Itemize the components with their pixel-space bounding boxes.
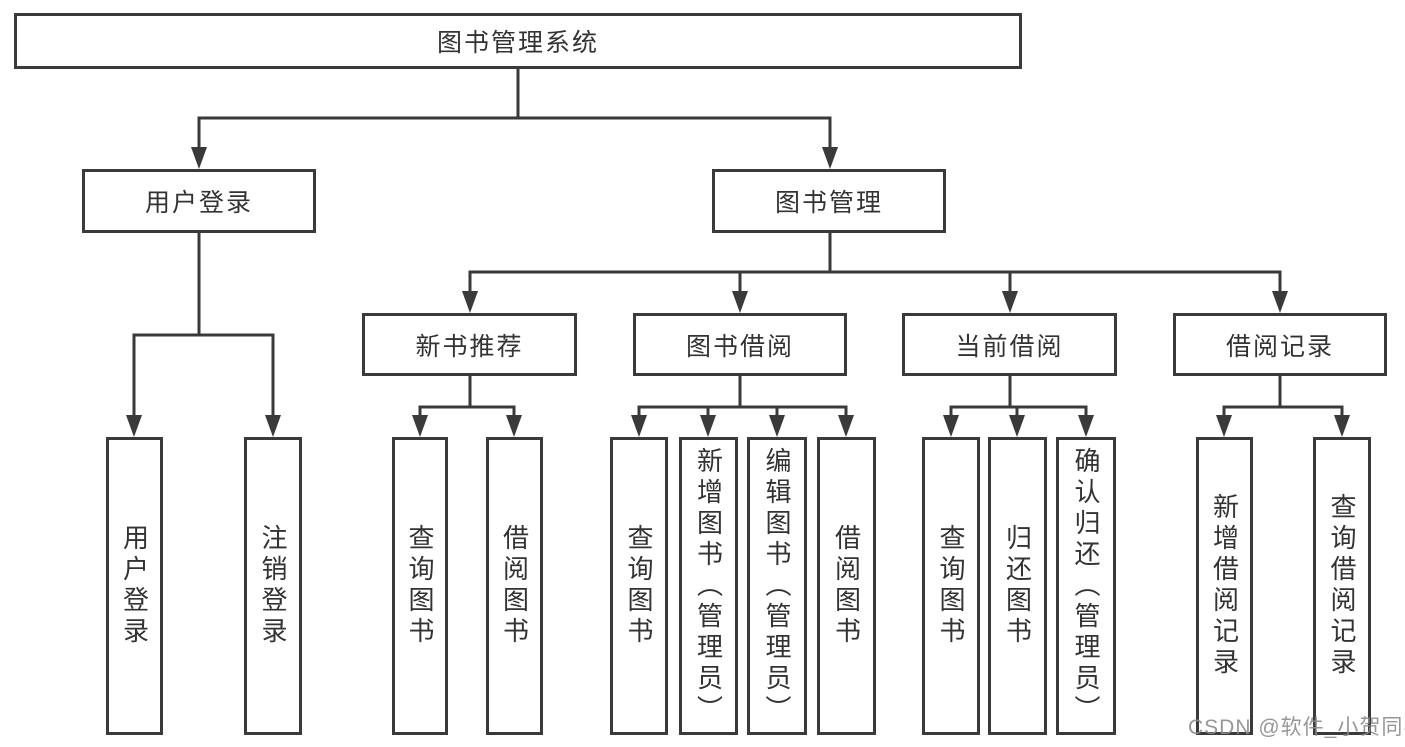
node-leaf-borrow-books-label: 借阅图书 <box>831 524 862 648</box>
node-user-login-group: 用户登录 <box>82 169 316 233</box>
node-leaf-query-borrow-record: 查询借阅记录 <box>1313 437 1371 735</box>
arrowhead <box>1334 415 1350 437</box>
arrowhead <box>631 415 647 437</box>
csdn-watermark: CSDN @软件_小贺同学 <box>1188 716 1405 739</box>
node-leaf-add-books-admin: 新增图书（管理员） <box>679 437 738 735</box>
node-leaf-query-books-rec-label: 查询图书 <box>405 524 435 648</box>
arrowhead <box>506 415 522 437</box>
arrowhead <box>1009 415 1025 437</box>
node-leaf-user-login: 用户登录 <box>106 437 163 735</box>
node-leaf-query-books-current-label: 查询图书 <box>936 524 966 648</box>
connector-book-borrowing-to-leaves <box>637 376 848 418</box>
node-current-borrowing-label: 当前借阅 <box>955 332 1064 361</box>
connector-borrow-records-to-leaves <box>1222 376 1344 418</box>
arrowhead <box>1002 291 1018 313</box>
node-root-system: 图书管理系统 <box>14 13 1022 69</box>
node-book-management-label: 图书管理 <box>774 189 883 217</box>
node-leaf-logout-label: 注销登录 <box>258 524 288 648</box>
node-borrowing-records: 借阅记录 <box>1173 313 1387 376</box>
node-leaf-add-borrow-record: 新增借阅记录 <box>1196 437 1253 735</box>
node-leaf-return-books-label: 归还图书 <box>1002 524 1033 648</box>
connector-current-borrowing-to-leaves <box>949 376 1088 418</box>
node-leaf-confirm-return-admin-label: 确认归还（管理员） <box>1071 446 1101 726</box>
arrowhead <box>462 291 478 313</box>
arrowhead <box>126 415 142 437</box>
node-user-login-group-label: 用户登录 <box>144 189 253 217</box>
node-book-management: 图书管理 <box>712 169 946 233</box>
arrowhead <box>700 415 716 437</box>
arrowhead <box>822 147 838 169</box>
arrowhead <box>1216 415 1232 437</box>
arrowhead <box>838 415 854 437</box>
node-leaf-confirm-return-admin: 确认归还（管理员） <box>1056 437 1116 735</box>
node-book-borrowing-label: 图书借阅 <box>685 332 794 361</box>
node-leaf-borrow-books-rec: 借阅图书 <box>486 437 543 735</box>
node-leaf-add-books-admin-label: 新增图书（管理员） <box>693 446 724 726</box>
node-current-borrowing: 当前借阅 <box>902 313 1117 376</box>
node-leaf-logout: 注销登录 <box>244 437 302 735</box>
arrowhead <box>732 291 748 313</box>
arrowhead <box>412 415 428 437</box>
node-leaf-query-books-rec: 查询图书 <box>392 437 448 735</box>
arrowhead <box>265 415 281 437</box>
arrowhead <box>1272 291 1288 313</box>
node-leaf-user-login-label: 用户登录 <box>119 524 150 648</box>
node-leaf-return-books: 归还图书 <box>988 437 1047 735</box>
node-leaf-query-books-current: 查询图书 <box>922 437 980 735</box>
connector-root-to-level2 <box>197 69 832 150</box>
node-leaf-add-borrow-record-label: 新增借阅记录 <box>1209 493 1240 679</box>
connector-book-management-to-level3 <box>468 233 1282 294</box>
node-new-book-recommendation-label: 新书推荐 <box>415 332 524 361</box>
node-borrowing-records-label: 借阅记录 <box>1225 332 1334 361</box>
node-leaf-query-books-borrowing-label: 查询图书 <box>624 524 654 648</box>
node-new-book-recommendation: 新书推荐 <box>362 313 577 376</box>
arrowhead <box>943 415 959 437</box>
node-leaf-borrow-books: 借阅图书 <box>817 437 876 735</box>
connector-user-login-to-leaves <box>132 233 275 418</box>
arrowhead <box>1078 415 1094 437</box>
node-leaf-edit-books-admin: 编辑图书（管理员） <box>747 437 807 735</box>
node-leaf-edit-books-admin-label: 编辑图书（管理员） <box>762 446 792 726</box>
node-book-borrowing: 图书借阅 <box>633 313 847 376</box>
arrowhead <box>769 415 785 437</box>
node-root-system-label: 图书管理系统 <box>436 29 599 57</box>
connector-new-book-rec-to-leaves <box>418 376 516 418</box>
node-leaf-query-books-borrowing: 查询图书 <box>610 437 668 735</box>
node-leaf-query-borrow-record-label: 查询借阅记录 <box>1327 493 1357 679</box>
node-leaf-borrow-books-rec-label: 借阅图书 <box>499 524 530 648</box>
arrowhead <box>191 147 207 169</box>
